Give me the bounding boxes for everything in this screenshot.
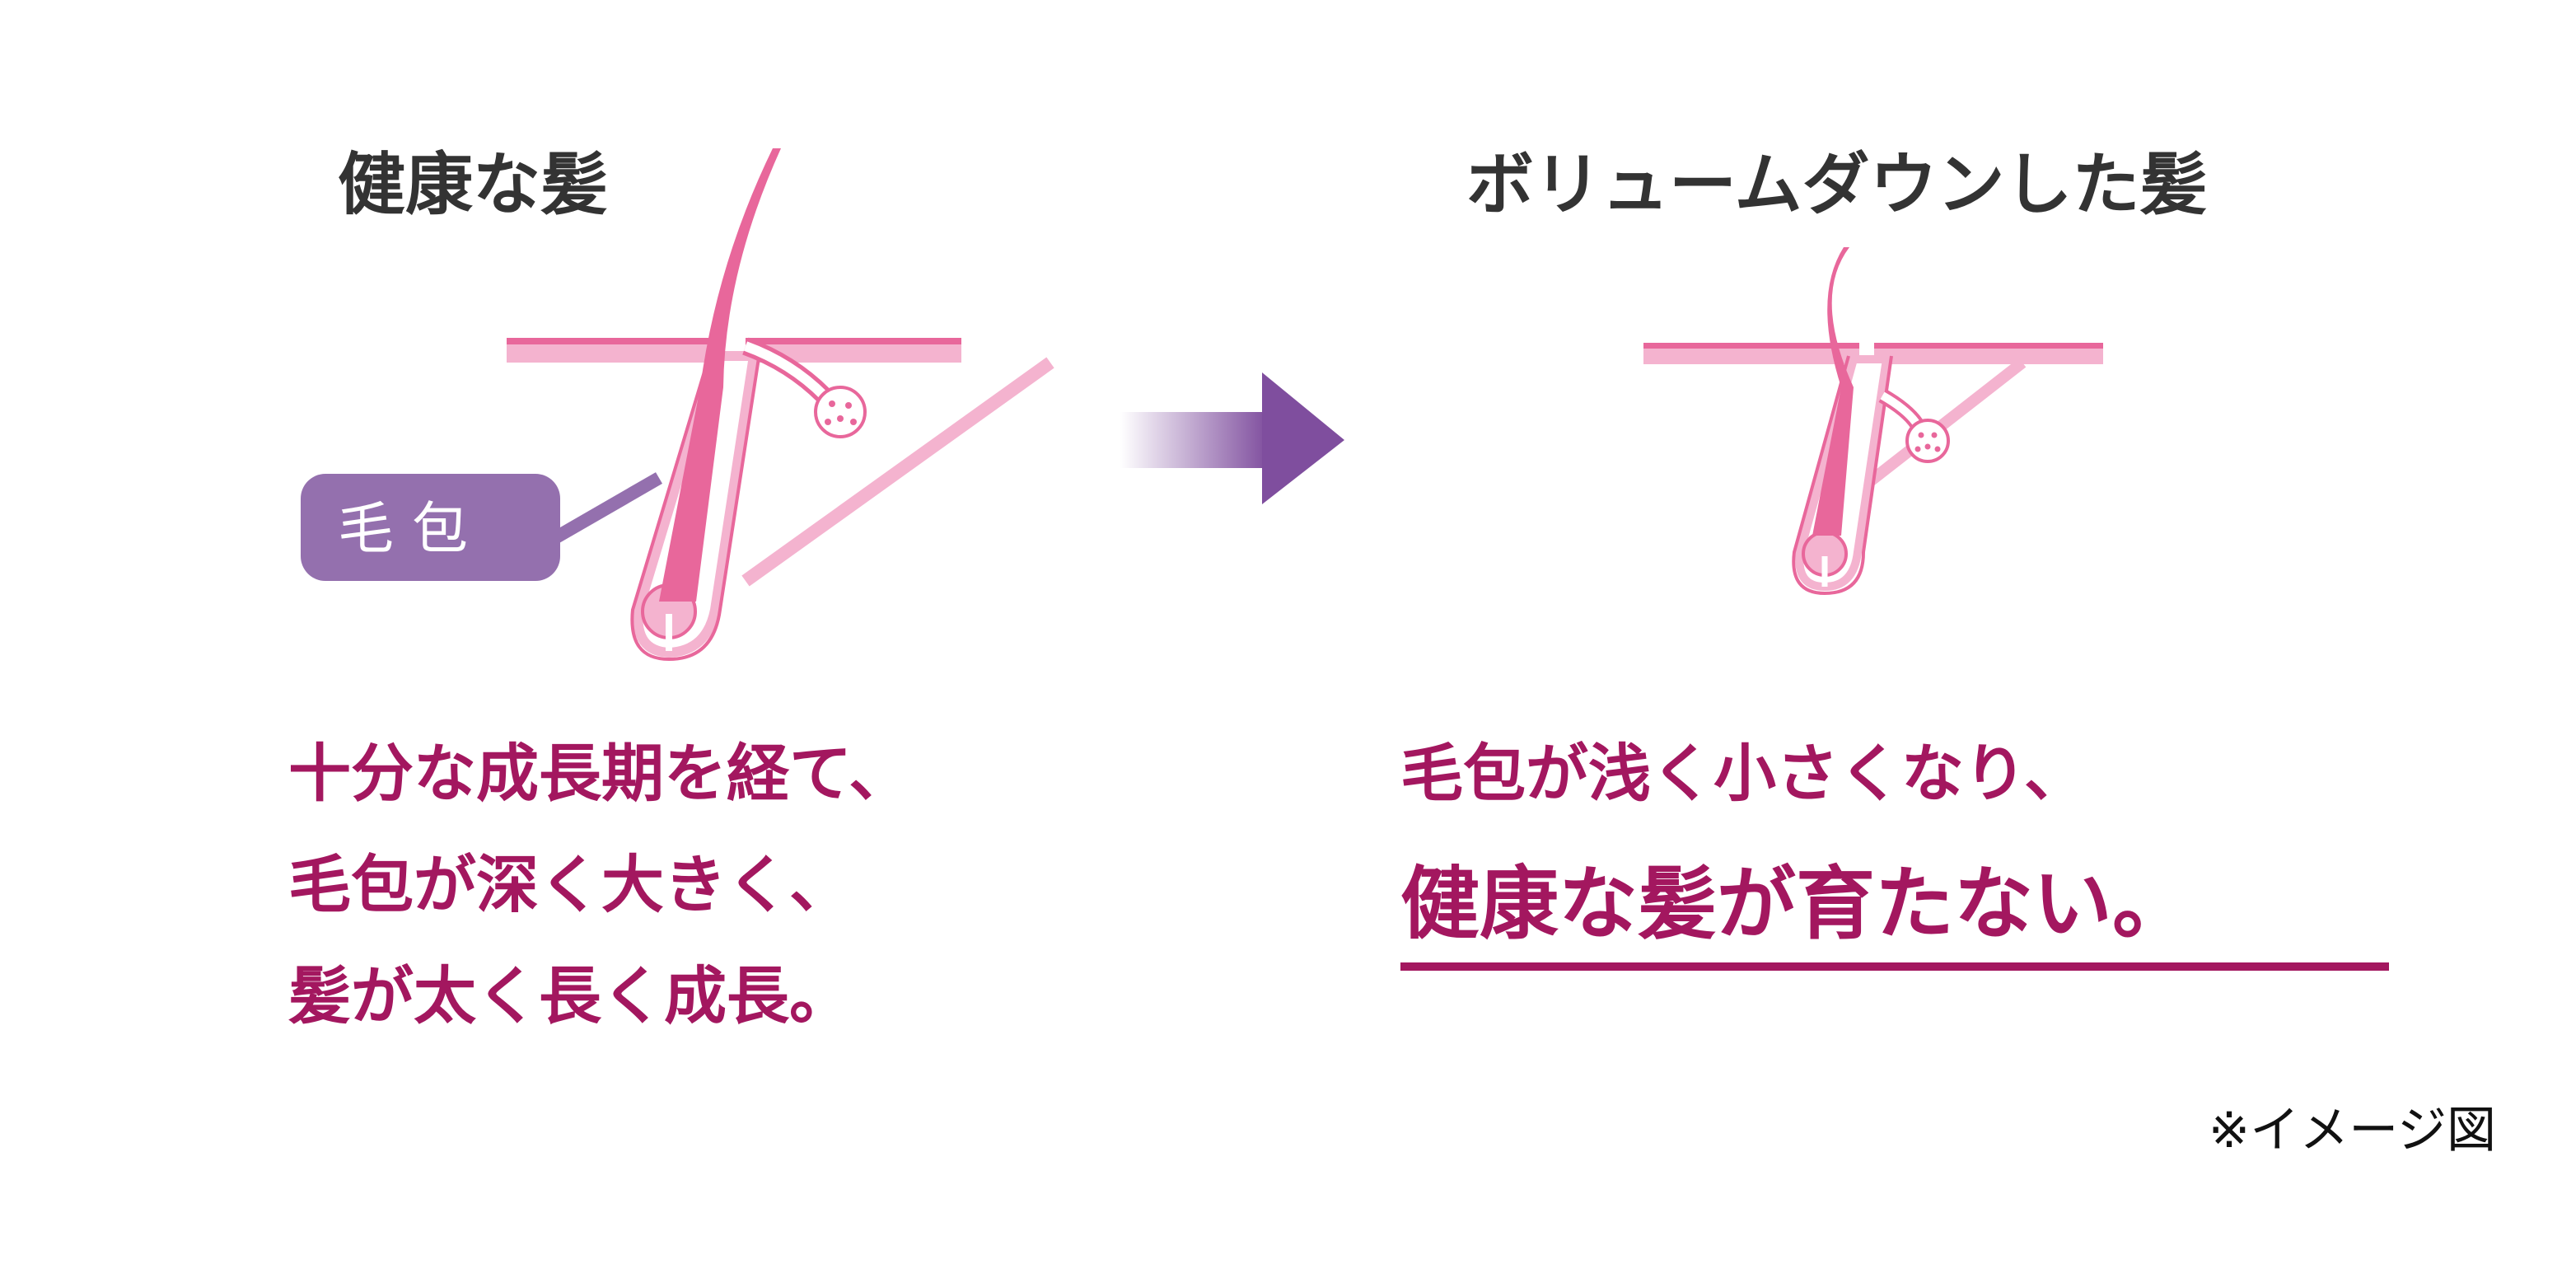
healthy-caption-line-1: 十分な成長期を経て、 bbox=[288, 737, 911, 810]
image-note: ※イメージ図 bbox=[2209, 1102, 2496, 1159]
arrow-icon bbox=[1120, 372, 1344, 504]
follicle-label-box bbox=[301, 474, 560, 581]
volume-down-hair-title: ボリュームダウンした髪 bbox=[1466, 146, 2208, 224]
healthy-hair-title: 健康な髪 bbox=[338, 146, 608, 224]
healthy-caption-line-2: 毛包が深く大きく、 bbox=[288, 848, 852, 921]
healthy-hair-illustration bbox=[507, 148, 1054, 662]
volume-down-caption-line-2: 健康な髪が育たない。 bbox=[1400, 858, 2191, 950]
caption-underline bbox=[1400, 962, 2389, 971]
volume-down-hair-illustration bbox=[1643, 247, 2103, 596]
label-connector bbox=[549, 472, 662, 546]
healthy-caption-line-3: 髪が太く長く成長。 bbox=[288, 959, 852, 1033]
volume-down-caption-line-1: 毛包が浅く小さくなり、 bbox=[1400, 737, 2087, 810]
follicle-label: 毛包 bbox=[338, 497, 486, 562]
